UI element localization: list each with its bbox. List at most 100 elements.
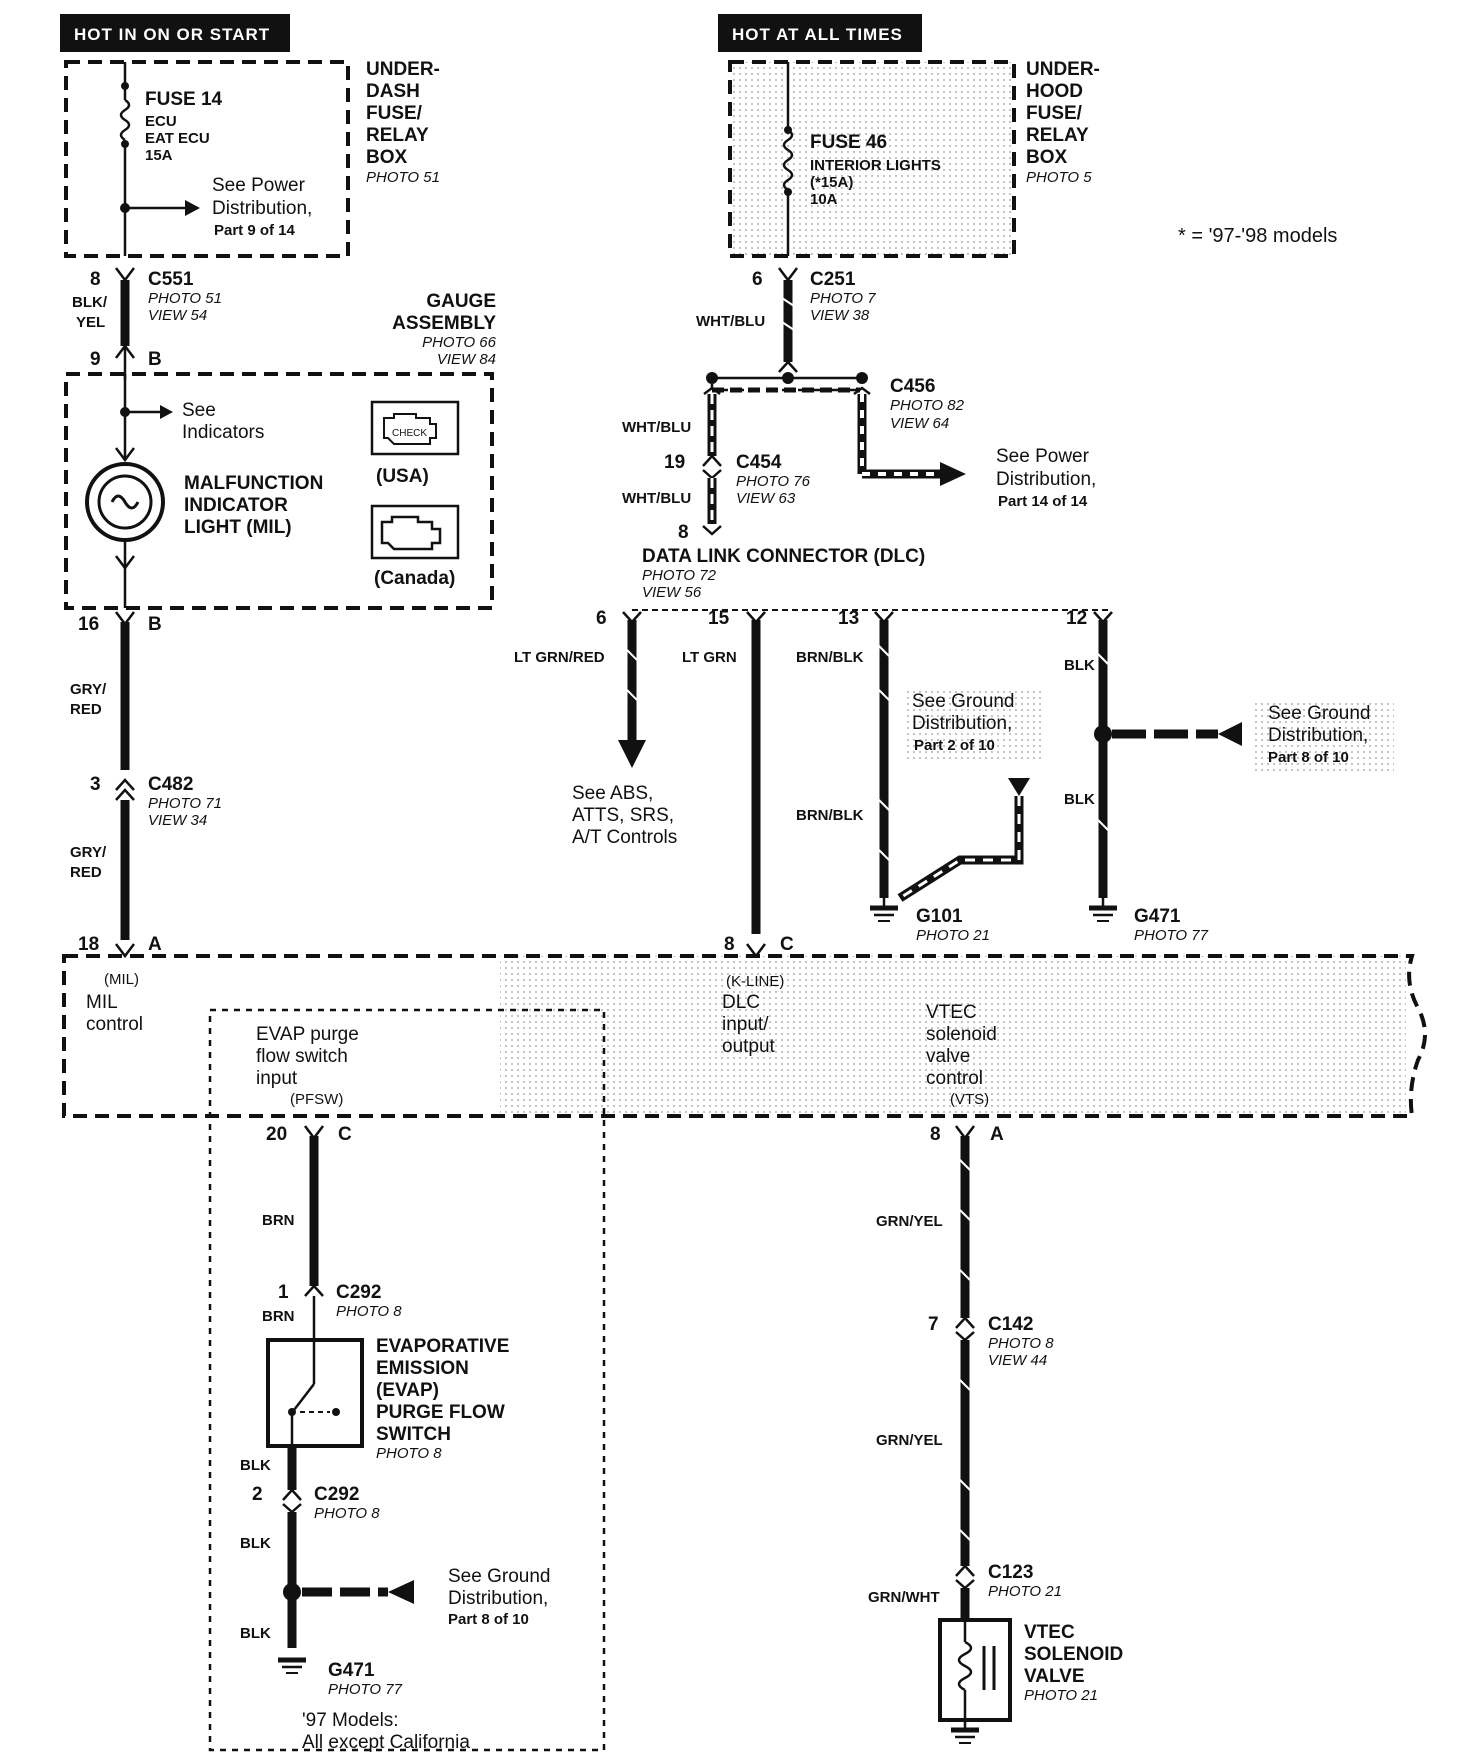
ecm-vtec-1: VTEC [926,1002,977,1023]
c292b-photo: PHOTO 8 [314,1505,380,1522]
underdash-title-1: UNDER- [366,59,440,80]
c292a-photo: PHOTO 8 [336,1303,402,1320]
gauge-see-1: See [182,400,216,421]
pin8c-num: 8 [724,934,735,955]
g471-photo: PHOTO 77 [1134,927,1209,944]
power-ref-14-line1: See Power [996,446,1090,467]
dlc-photo: PHOTO 72 [642,567,717,584]
underhood-title-2: HOOD [1026,81,1083,102]
evap-title-4: PURGE FLOW [376,1402,505,1423]
c456-name: C456 [890,376,935,397]
c142-pin: 7 [928,1314,939,1335]
abs-ref-2: ATTS, SRS, [572,805,674,826]
models97-1: '97 Models: [302,1710,399,1731]
ground-ref-8-line2: Distribution, [1268,725,1368,746]
dlc-title: DATA LINK CONNECTOR (DLC) [642,546,925,567]
wire-blk-yel-2: YEL [76,314,105,331]
power-ref-9-line1: See Power [212,175,306,196]
c482-view: VIEW 34 [148,812,207,829]
underhood-title-1: UNDER- [1026,59,1100,80]
ecm-mil-tag: (MIL) [104,971,139,988]
underhood-title-5: BOX [1026,147,1068,168]
evap-ground-ref-3: Part 8 of 10 [448,1611,529,1628]
pin20-letter: C [338,1124,352,1145]
gauge-photo: PHOTO 66 [422,334,497,351]
ecm-box: (MIL) MIL control EVAP purge flow switch… [62,954,1427,1118]
c251-wire-label: WHT/BLU [696,313,765,330]
header-hot-in-on-or-start: HOT IN ON OR START [60,14,290,52]
usa-label: (USA) [376,466,429,487]
pin8c-letter: C [780,934,794,955]
g471b-photo: PHOTO 77 [328,1681,403,1698]
gauge-view: VIEW 84 [437,351,496,368]
abs-ref-3: A/T Controls [572,827,677,848]
vtec-valve-title-2: SOLENOID [1024,1644,1123,1665]
check-engine-usa-icon: CHECK [370,400,460,456]
evap-title-3: (EVAP) [376,1380,439,1401]
dlc-view: VIEW 56 [642,584,702,601]
grn-wht-label: GRN/WHT [868,1589,940,1606]
gry-red-top-2: RED [70,701,102,718]
c454-view: VIEW 63 [736,490,796,507]
gauge-title-2: ASSEMBLY [392,313,496,334]
c551-photo: PHOTO 51 [148,290,222,307]
grn-yel-bottom: GRN/YEL [876,1432,943,1449]
power-ref-9-line3: Part 9 of 14 [214,222,296,239]
ecm-mil-2: control [86,1014,143,1035]
underdash-fuse-box: FUSE 14 ECU EAT ECU 15A See Power Distri… [64,59,440,258]
ecm-pfsw: (PFSW) [290,1091,343,1108]
pin16-letter: B [148,614,162,635]
gry-red-bottom-1: GRY/ [70,844,107,861]
c251-name: C251 [810,269,856,290]
c292a-pin: 1 [278,1282,289,1303]
models97-2: All except California [302,1732,470,1753]
dlc-pin15-num: 15 [708,608,730,629]
ecm-evap-3: input [256,1068,298,1089]
ground-ref-8-line3: Part 8 of 10 [1268,749,1349,766]
dlc-pin-6-wire: 6 LT GRN/RED See ABS, ATTS, SRS, A/T Con… [514,608,677,848]
connector-c551: 8 C551 PHOTO 51 VIEW 54 BLK/ YEL 9 B [72,267,222,380]
evap-photo: PHOTO 8 [376,1445,442,1462]
dlc-pin13-wire-bottom: BRN/BLK [796,807,864,824]
models-97-region [208,1008,606,1752]
vtec-circuit: 8 A GRN/YEL 7 C142 PHOTO 8 VIEW 44 GRN/Y… [868,1124,1123,1744]
dlc-pin6-wire: LT GRN/RED [514,649,605,666]
fuse-46-label: FUSE 46 [810,132,887,153]
g101-photo: PHOTO 21 [916,927,990,944]
evap-switch-icon [266,1338,364,1448]
vtec-valve-photo: PHOTO 21 [1024,1687,1098,1704]
evap-title-1: EVAPORATIVE [376,1336,509,1357]
underhood-title-3: FUSE/ [1026,103,1083,124]
vtec-valve-title-3: VALVE [1024,1666,1085,1687]
g471b-name: G471 [328,1660,375,1681]
connector-c251: 6 C251 PHOTO 7 VIEW 38 WHT/BLU [696,267,876,373]
dlc-pin12-wire-top: BLK [1064,657,1095,674]
underdash-title-5: BOX [366,147,408,168]
c123-name: C123 [988,1562,1033,1583]
ecm-vtec-2: solenoid [926,1024,997,1045]
c454-pin: 19 [664,452,685,473]
underdash-title-4: RELAY [366,125,429,146]
c251-photo: PHOTO 7 [810,290,876,307]
ecm-kline: (K-LINE) [726,973,784,990]
wire-blk-yel-1: BLK/ [72,294,108,311]
evap-ground-ref-1: See Ground [448,1566,550,1587]
connector-c454: WHT/BLU 19 C454 PHOTO 76 VIEW 63 WHT/BLU… [622,394,811,543]
ground-ref-2-line2: Distribution, [912,713,1012,734]
c551-pin-letter: B [148,349,162,370]
ecm-dlc-2: input/ [722,1014,769,1035]
dlc-pin15-wire: LT GRN [682,649,737,666]
blk-wire-1: BLK [240,1457,271,1474]
wire-gry-red-run: 16 B GRY/ RED 3 C482 PHOTO 71 VIEW 34 GR… [70,611,222,959]
blk-wire-2: BLK [240,1535,271,1552]
dlc-pin6-num: 6 [596,608,607,629]
ecm-dlc-3: output [722,1036,776,1057]
gry-red-top-1: GRY/ [70,681,107,698]
fuse-14-desc-2: EAT ECU [145,130,210,147]
g471-name: G471 [1134,906,1181,927]
dlc-pin13-wire-top: BRN/BLK [796,649,864,666]
mil-label-2: INDICATOR [184,495,288,516]
underhood-photo: PHOTO 5 [1026,169,1092,186]
dlc-pin-15-wire: 15 LT GRN 8 C [682,608,794,959]
ecm-mil-1: MIL [86,992,118,1013]
